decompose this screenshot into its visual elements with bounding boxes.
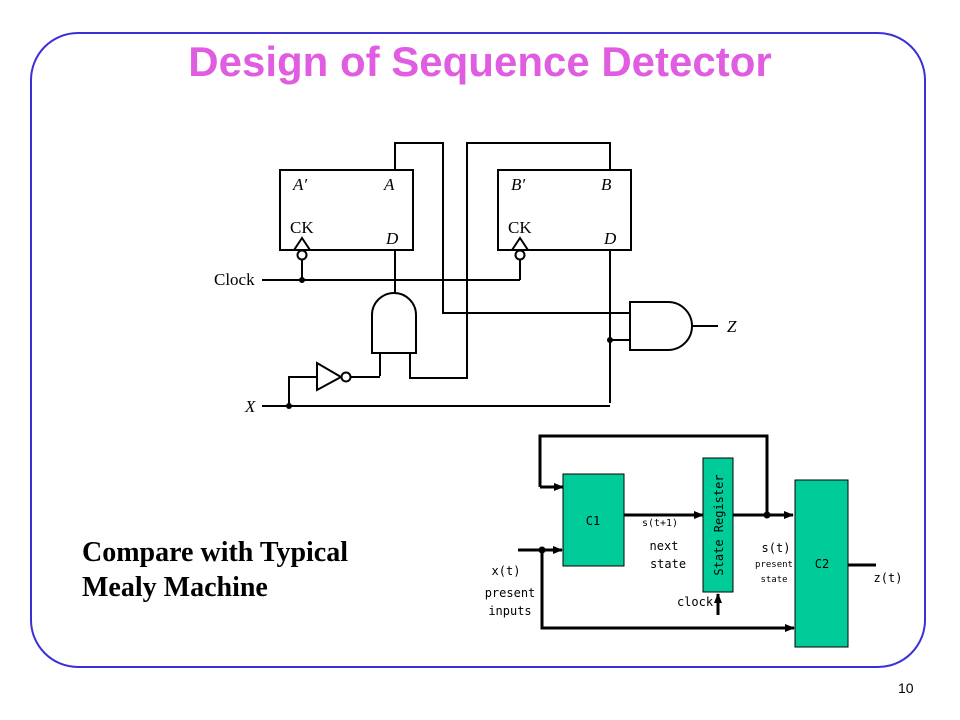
present-state-text-2: state: [760, 575, 787, 585]
input-text-2: inputs: [488, 604, 531, 618]
label-b: B: [601, 175, 612, 194]
and-gate-z: [629, 301, 693, 351]
state-junction: [763, 511, 771, 519]
next-state-text-2: state: [650, 557, 686, 571]
clock-triangle-b: [511, 236, 529, 251]
output-signal: z(t): [874, 571, 903, 585]
next-state-text-1: next: [650, 539, 679, 553]
c2-block: [794, 479, 849, 648]
compare-line-2: Mealy Machine: [82, 572, 268, 603]
input-junction: [538, 546, 546, 554]
inverter-bubble: [340, 371, 352, 383]
compare-caption: Compare with Typical Mealy Machine: [82, 535, 348, 605]
next-state-signal: s(t+1): [642, 518, 678, 529]
c1-label: C1: [586, 514, 600, 528]
present-state-text-1: present: [755, 560, 793, 570]
feedback-wire-top: [538, 434, 769, 515]
clock-triangle-a: [293, 236, 311, 251]
page-number: 10: [898, 680, 914, 696]
label-ck-a: CK: [290, 218, 314, 237]
junction-db: [607, 337, 613, 343]
slide-title: Design of Sequence Detector: [188, 38, 772, 85]
clock-junction: [299, 277, 305, 283]
present-state-signal: s(t): [762, 541, 791, 555]
clock-bubble-b: [514, 249, 526, 261]
c1-block: [562, 473, 625, 567]
x-junction: [286, 403, 292, 409]
wire-b-feedback: [409, 142, 611, 379]
circuit-labels: A′ A CK D B′ B CK D Clock X Z: [214, 175, 737, 416]
sequence-detector-circuit: [262, 142, 718, 409]
state-register-block: [702, 457, 734, 593]
label-z: Z: [727, 317, 737, 336]
clock-bubble-a: [296, 249, 308, 261]
input-signal: x(t): [492, 564, 521, 578]
inverter: [316, 361, 344, 392]
label-d-a: D: [385, 229, 399, 248]
label-d-b: D: [603, 229, 617, 248]
mealy-machine-diagram: C1 C2 State Register s(t+1) next state s…: [485, 434, 903, 648]
label-clock: Clock: [214, 270, 255, 289]
and-gate-1: [371, 292, 417, 354]
clock-label: clock: [677, 595, 714, 609]
compare-line-1: Compare with Typical: [82, 537, 349, 568]
label-x: X: [244, 397, 256, 416]
input-text-1: present: [485, 586, 536, 600]
label-a: A: [383, 175, 395, 194]
label-a-bar: A′: [292, 175, 307, 194]
slide-frame: [30, 32, 926, 668]
state-register-label: State Register: [712, 474, 726, 575]
label-ck-b: CK: [508, 218, 532, 237]
c2-label: C2: [815, 557, 829, 571]
wire-a-to-and-z: [394, 142, 630, 314]
input-wire-c2: [540, 550, 793, 630]
wire-inv-in: [288, 376, 317, 406]
label-b-bar: B′: [511, 175, 525, 194]
